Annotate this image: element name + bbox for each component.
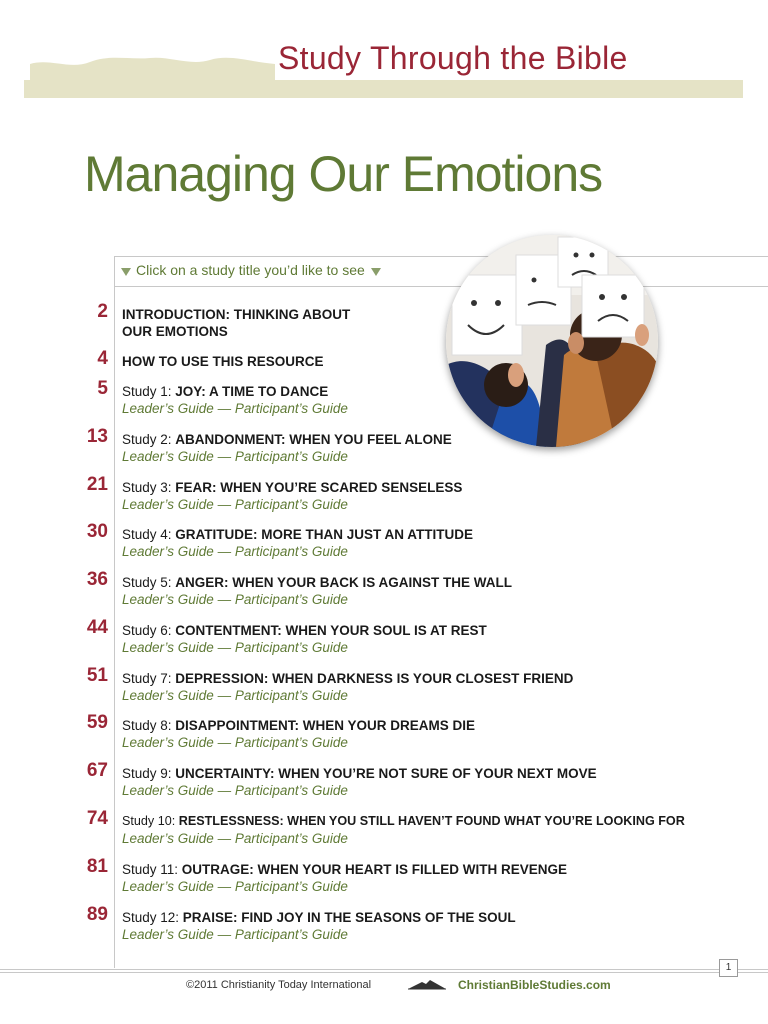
series-title: Study Through the Bible — [278, 40, 628, 76]
instruction-text: Click on a study title you’d like to see — [136, 262, 365, 278]
leaders-guide-link[interactable]: Leader’s Guide — [122, 544, 214, 559]
instruction-top-rule — [114, 256, 768, 257]
toc-guides: Leader’s Guide — Participant’s Guide — [122, 401, 348, 416]
toc-page-number: 81 — [86, 856, 108, 877]
toc-page-number: 30 — [86, 521, 108, 542]
participants-guide-link[interactable]: Participant’s Guide — [234, 735, 348, 750]
toc-page-number: 4 — [97, 348, 108, 369]
mountain-logo-icon — [408, 980, 446, 990]
leaders-guide-link[interactable]: Leader’s Guide — [122, 927, 214, 942]
site-link[interactable]: ChristianBibleStudies.com — [458, 978, 611, 992]
triangle-down-icon — [121, 267, 131, 276]
toc-title[interactable]: Study 9: UNCERTAINTY: WHEN YOU’RE NOT SU… — [122, 766, 597, 781]
toc-page-number: 5 — [97, 378, 108, 399]
toc-title[interactable]: Study 12: PRAISE: FIND JOY IN THE SEASON… — [122, 910, 516, 925]
toc-guides: Leader’s Guide — Participant’s Guide — [122, 735, 348, 750]
participants-guide-link[interactable]: Participant’s Guide — [234, 401, 348, 416]
toc-page-number: 21 — [86, 474, 108, 495]
header-banner — [24, 80, 743, 98]
toc-title[interactable]: Study 1: JOY: A TIME TO DANCE — [122, 384, 329, 399]
toc-title[interactable]: Study 5: ANGER: WHEN YOUR BACK IS AGAINS… — [122, 575, 513, 590]
participants-guide-link[interactable]: Participant’s Guide — [234, 927, 348, 942]
toc-guides: Leader’s Guide — Participant’s Guide — [122, 640, 348, 655]
toc-title[interactable]: Study 4: GRATITUDE: MORE THAN JUST AN AT… — [122, 527, 474, 542]
participants-guide-link[interactable]: Participant’s Guide — [234, 497, 348, 512]
toc-title[interactable]: Study 3: FEAR: WHEN YOU’RE SCARED SENSEL… — [122, 480, 463, 495]
leaders-guide-link[interactable]: Leader’s Guide — [122, 592, 214, 607]
toc-title[interactable]: Study 11: OUTRAGE: WHEN YOUR HEART IS FI… — [122, 862, 568, 877]
toc-page-number: 74 — [86, 808, 108, 829]
toc-guides: Leader’s Guide — Participant’s Guide — [122, 783, 348, 798]
toc-page-number: 2 — [97, 301, 108, 322]
participants-guide-link[interactable]: Participant’s Guide — [234, 640, 348, 655]
toc-title[interactable]: Study 2: ABANDONMENT: WHEN YOU FEEL ALON… — [122, 432, 452, 447]
toc-title[interactable]: Study 6: CONTENTMENT: WHEN YOUR SOUL IS … — [122, 623, 487, 638]
toc-left-rule — [114, 256, 115, 968]
leaders-guide-link[interactable]: Leader’s Guide — [122, 449, 214, 464]
toc-guides: Leader’s Guide — Participant’s Guide — [122, 831, 348, 846]
participants-guide-link[interactable]: Participant’s Guide — [234, 688, 348, 703]
copyright: ©2011 Christianity Today International — [186, 979, 372, 991]
toc-guides: Leader’s Guide — Participant’s Guide — [122, 688, 348, 703]
toc-page-number: 13 — [86, 426, 108, 447]
toc-title[interactable]: Study 7: DEPRESSION: WHEN DARKNESS IS YO… — [122, 671, 574, 686]
participants-guide-link[interactable]: Participant’s Guide — [234, 544, 348, 559]
leaders-guide-link[interactable]: Leader’s Guide — [122, 783, 214, 798]
toc-guides: Leader’s Guide — Participant’s Guide — [122, 879, 348, 894]
leaders-guide-link[interactable]: Leader’s Guide — [122, 401, 214, 416]
footer-rule — [0, 969, 768, 970]
toc-page-number: 67 — [86, 760, 108, 781]
toc-page-number: 36 — [86, 569, 108, 590]
toc-title[interactable]: HOW TO USE THIS RESOURCE — [122, 354, 324, 369]
triangle-down-icon — [370, 267, 381, 276]
participants-guide-link[interactable]: Participant’s Guide — [234, 592, 348, 607]
page-title: Managing Our Emotions — [84, 146, 603, 202]
leaders-guide-link[interactable]: Leader’s Guide — [122, 688, 214, 703]
toc-page-number: 89 — [86, 904, 108, 925]
toc-page-number: 44 — [86, 617, 108, 638]
leaders-guide-link[interactable]: Leader’s Guide — [122, 879, 214, 894]
toc-guides: Leader’s Guide — Participant’s Guide — [122, 449, 348, 464]
leaders-guide-link[interactable]: Leader’s Guide — [122, 735, 214, 750]
toc-guides: Leader’s Guide — Participant’s Guide — [122, 544, 348, 559]
leaders-guide-link[interactable]: Leader’s Guide — [122, 831, 214, 846]
toc-page-number: 59 — [86, 712, 108, 733]
participants-guide-link[interactable]: Participant’s Guide — [234, 783, 348, 798]
toc-guides: Leader’s Guide — Participant’s Guide — [122, 497, 348, 512]
toc-guides: Leader’s Guide — Participant’s Guide — [122, 927, 348, 942]
instruction-bottom-rule — [114, 286, 768, 287]
toc-guides: Leader’s Guide — Participant’s Guide — [122, 592, 348, 607]
toc-title[interactable]: Study 10: RESTLESSNESS: WHEN YOU STILL H… — [122, 814, 685, 828]
toc-title[interactable]: Study 8: DISAPPOINTMENT: WHEN YOUR DREAM… — [122, 718, 476, 733]
leaders-guide-link[interactable]: Leader’s Guide — [122, 497, 214, 512]
footer-rule — [0, 972, 768, 973]
participants-guide-link[interactable]: Participant’s Guide — [234, 449, 348, 464]
participants-guide-link[interactable]: Participant’s Guide — [234, 879, 348, 894]
participants-guide-link[interactable]: Participant’s Guide — [234, 831, 348, 846]
leaders-guide-link[interactable]: Leader’s Guide — [122, 640, 214, 655]
instruction-bar: Click on a study title you’d like to see — [121, 262, 381, 278]
faces-photo — [446, 235, 658, 447]
page-number: 1 — [719, 959, 738, 977]
banner-hills — [30, 57, 275, 84]
toc-page-number: 51 — [86, 665, 108, 686]
